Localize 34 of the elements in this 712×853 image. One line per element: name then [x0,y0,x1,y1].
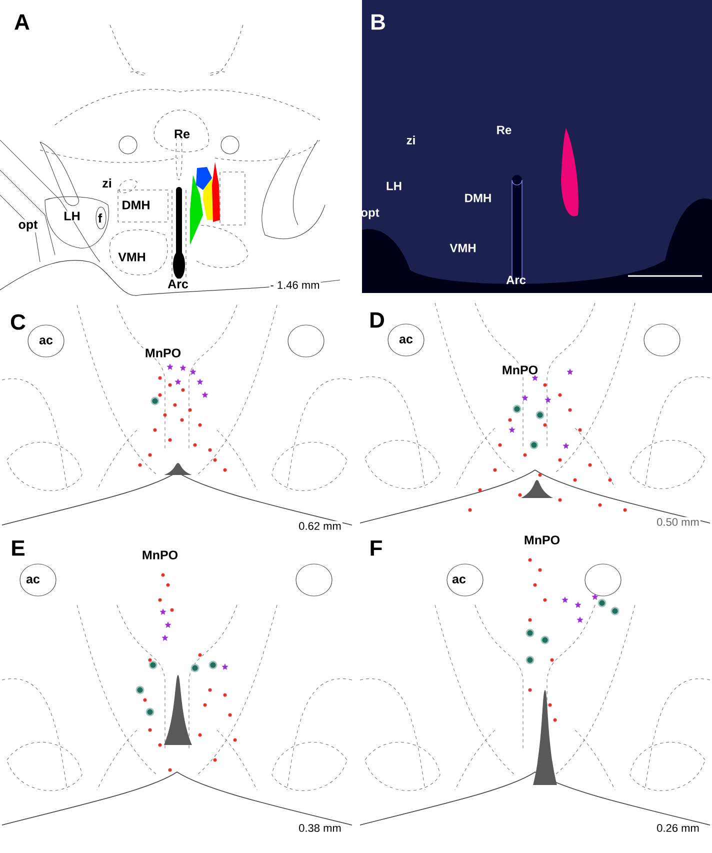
region-label: VMH [450,244,476,252]
region-label: LH [386,182,402,190]
panel-letter: B [372,14,385,30]
region-label: DMH [120,200,152,210]
region-label: DMH [465,194,491,202]
region-label: ac [38,336,54,346]
region-label: Arc [506,276,526,284]
region-label: VMH [117,252,147,262]
region-label: Arc [166,278,190,290]
region-label: MnPO [522,534,562,546]
region-label: MnPO [500,364,540,376]
region-label: zi [406,136,415,144]
region-label: ac [451,576,467,584]
level-label: 0.26 mm [656,823,700,833]
panel-letter: C [10,314,26,330]
region-label: ac [398,336,414,344]
panel-letter: E [12,540,24,556]
region-label: ac [25,576,41,584]
region-label: f [96,212,104,224]
panel-letter: D [370,312,384,328]
region-label: Re [497,126,512,134]
level-label: - 1.46 mm [269,280,321,290]
panel-letter: F [370,540,382,556]
region-label: LH [62,210,82,222]
level-label: 0.50 mm [656,517,700,527]
region-label: opt [17,220,39,232]
region-label: Re [173,128,191,140]
region-label: MnPO [144,348,182,358]
panel-letter: A [14,14,30,30]
region-label: opt [361,208,380,220]
level-label: 0.62 mm [298,521,342,531]
level-label: 0.38 mm [298,823,342,833]
region-label: MnPO [140,550,180,560]
region-label: zi [101,177,113,189]
